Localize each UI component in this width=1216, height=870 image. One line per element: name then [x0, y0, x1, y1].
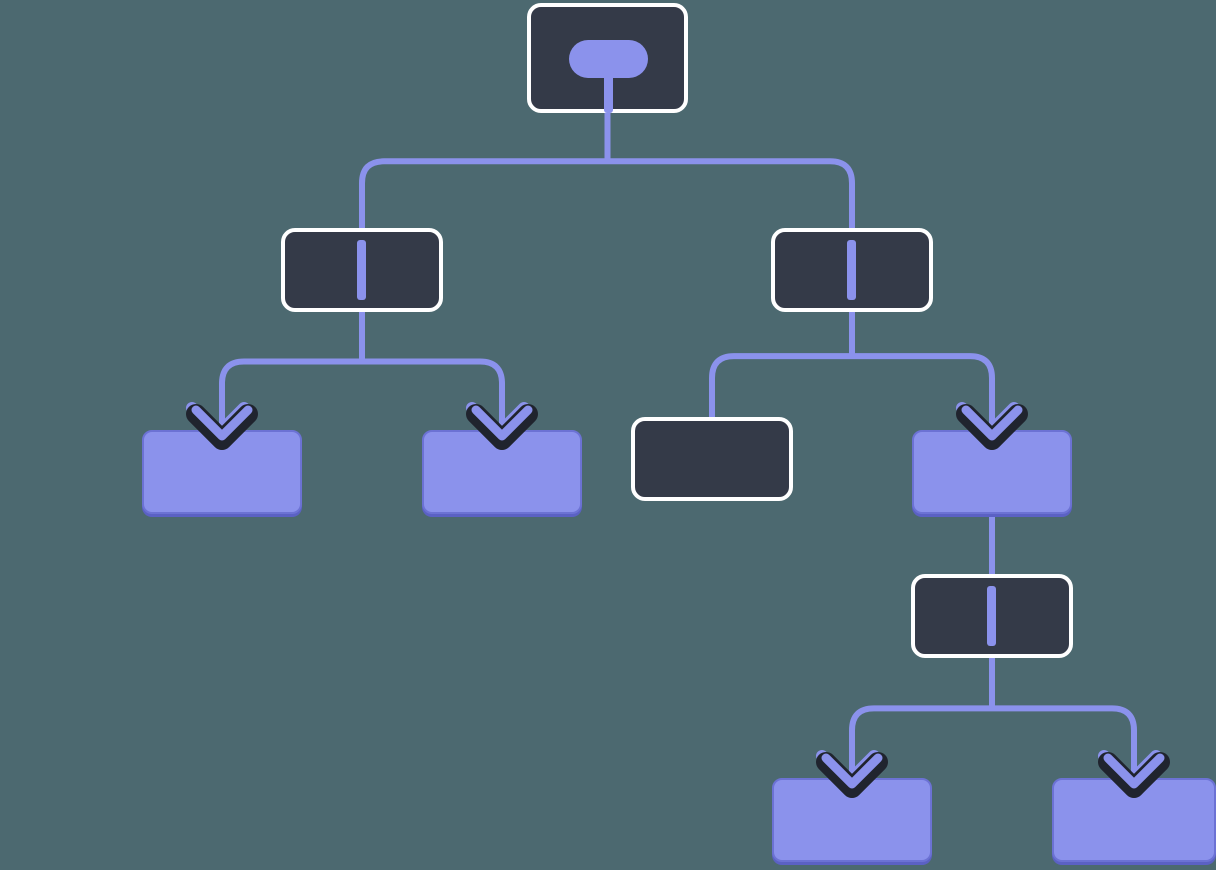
node-l2-a[interactable] — [142, 430, 302, 514]
edge-l1-left-to-l2-a — [219, 358, 362, 434]
node-l3-a-inner-bar — [987, 586, 996, 646]
node-root[interactable] — [527, 3, 688, 113]
node-l1-left[interactable] — [281, 228, 443, 312]
node-l4-b[interactable] — [1052, 778, 1216, 862]
edge-l3-a-to-l4-b — [992, 705, 1137, 782]
edge-l1-right-to-l2-c — [709, 353, 852, 419]
edge-root-to-l1-left — [359, 158, 608, 230]
node-l2-d[interactable] — [912, 430, 1072, 514]
edge-l1-left-to-l2-b — [362, 358, 505, 434]
node-l4-a[interactable] — [772, 778, 932, 862]
edge-root-to-l1-right — [607, 158, 855, 230]
node-l1-left-inner-bar — [357, 240, 366, 300]
root-stem-shape — [604, 60, 613, 113]
node-l1-right[interactable] — [771, 228, 933, 312]
edge-l1-right-to-l2-d — [852, 353, 995, 434]
node-l1-right-inner-bar — [847, 240, 856, 300]
node-l2-c[interactable] — [631, 417, 793, 501]
node-l3-a[interactable] — [911, 574, 1073, 658]
node-l2-b[interactable] — [422, 430, 582, 514]
edge-l3-a-to-l4-a — [849, 705, 992, 782]
